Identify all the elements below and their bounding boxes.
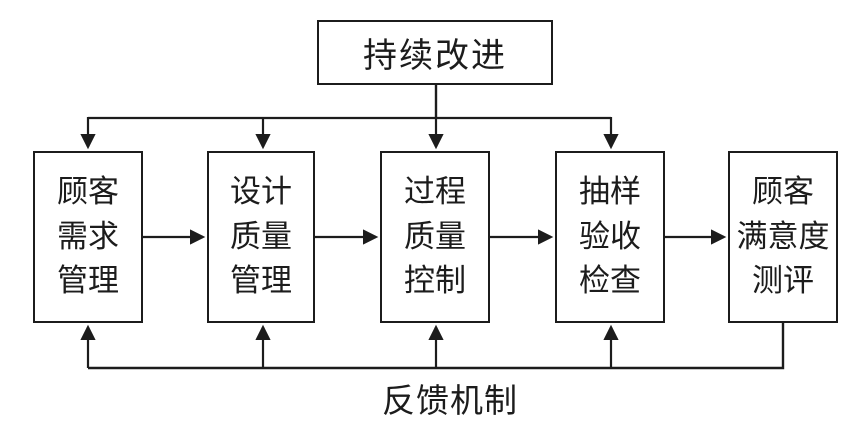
node-continuous-improvement-label: 持续改进 — [363, 36, 507, 76]
node-customer-satisfaction-evaluation: 顾客 满意度 测评 — [728, 151, 838, 323]
node-customer-needs-management: 顾客 需求 管理 — [33, 151, 143, 323]
node-customer-satisfaction-evaluation-label: 顾客 满意度 测评 — [736, 173, 830, 300]
node-continuous-improvement: 持续改进 — [317, 20, 553, 85]
node-process-quality-control: 过程 质量 控制 — [380, 151, 490, 323]
node-process-quality-control-label: 过程 质量 控制 — [404, 173, 466, 300]
node-customer-needs-management-label: 顾客 需求 管理 — [57, 173, 119, 300]
feedback-mechanism-label: 反馈机制 — [382, 381, 518, 420]
node-design-quality-management-label: 设计 质量 管理 — [230, 173, 292, 300]
connector-feedback-line — [88, 323, 785, 370]
node-design-quality-management: 设计 质量 管理 — [207, 151, 315, 323]
node-sampling-acceptance-inspection: 抽样 验收 检查 — [555, 151, 665, 323]
node-sampling-acceptance-inspection-label: 抽样 验收 检查 — [579, 173, 641, 300]
